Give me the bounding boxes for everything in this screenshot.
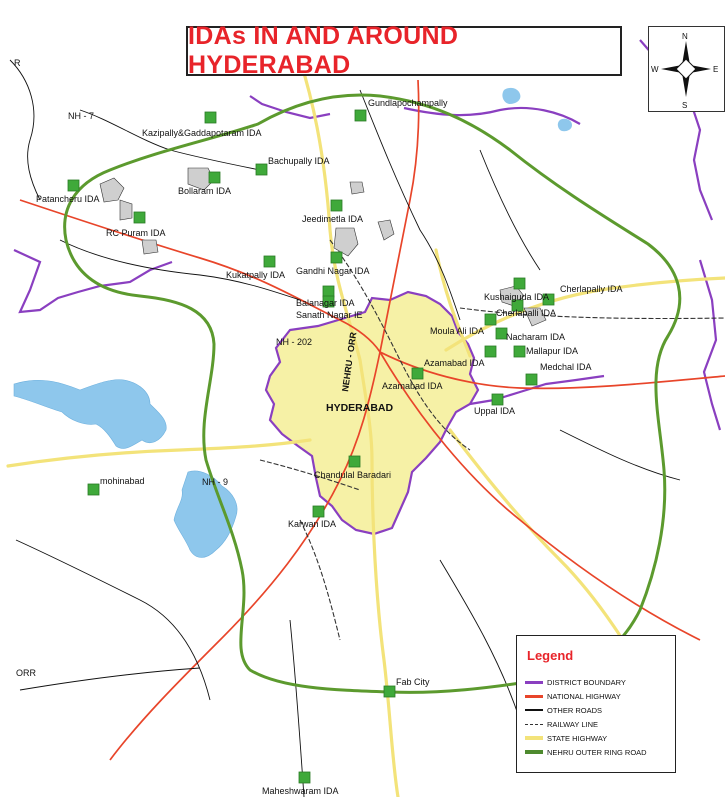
- ida-marker-jeedimetla[interactable]: [330, 199, 343, 212]
- label-bachupally: Bachupally IDA: [268, 156, 330, 166]
- ida-marker-sanathnagar[interactable]: [322, 295, 335, 308]
- ida-marker-karwan[interactable]: [312, 505, 325, 518]
- label-nh7: NH - 7: [68, 111, 94, 121]
- label-uppal: Uppal IDA: [474, 406, 515, 416]
- ida-marker-medchal[interactable]: [525, 373, 538, 386]
- label-nacharam: Nacharam IDA: [506, 332, 565, 342]
- map-title-box: IDAs IN AND AROUND HYDERABAD: [186, 22, 622, 79]
- city-name: HYDERABAD: [326, 402, 394, 414]
- compass-n: N: [682, 32, 688, 41]
- ida-marker-azamabad[interactable]: [484, 345, 497, 358]
- legend-swatch: [525, 723, 543, 725]
- legend-item-national-highway: NATIONAL HIGHWAY: [525, 690, 621, 702]
- label-patancheru: Patancheru IDA: [36, 194, 100, 204]
- ida-marker-azamabad-2[interactable]: [411, 367, 424, 380]
- label-chandulal: Chandulal Baradari: [314, 470, 391, 480]
- label-moulaali: Moula Ali IDA: [430, 326, 484, 336]
- ida-marker-balanagar[interactable]: [322, 285, 335, 298]
- legend-item-nehru-orr: NEHRU OUTER RING ROAD: [525, 746, 647, 758]
- label-mallapur: Mallapur IDA: [526, 346, 578, 356]
- ida-marker-moulaali[interactable]: [484, 313, 497, 326]
- other-roads: [9, 59, 681, 797]
- label-sanathnagar: Sanath Nagar IE: [296, 310, 363, 320]
- label-jeedimetla: Jeedimetla IDA: [302, 214, 363, 224]
- label-fabcity: Fab City: [396, 677, 430, 687]
- label-kukatpally: Kukatpally IDA: [226, 270, 285, 280]
- label-cherlapally: Cherlapally IDA: [560, 284, 623, 294]
- legend-item-state-highway: STATE HIGHWAY: [525, 732, 607, 744]
- legend-label: OTHER ROADS: [547, 705, 603, 715]
- legend-label: DISTRICT BOUNDARY: [547, 677, 626, 687]
- label-kushaiguda: Kushaiguda IDA: [484, 292, 549, 302]
- label-azamabad-2: Azamabad IDA: [382, 381, 443, 391]
- compass-e: E: [713, 65, 718, 74]
- hyderabad-city-area: [264, 290, 480, 536]
- label-nh202: NH - 202: [276, 337, 312, 347]
- label-karwan: Karwan IDA: [288, 519, 336, 529]
- legend-item-railway-line: RAILWAY LINE: [525, 718, 598, 730]
- ida-marker-nacharam[interactable]: [495, 327, 508, 340]
- label-gandhinagar: Gandhi Nagar IDA: [296, 266, 370, 276]
- ida-marker-cherlapalli[interactable]: [511, 299, 524, 312]
- label-medchal: Medchal IDA: [540, 362, 592, 372]
- legend-swatch: [525, 736, 543, 740]
- ida-marker-bollaram[interactable]: [208, 171, 221, 184]
- lake-northeast: [557, 118, 572, 132]
- compass-rose: N S W E: [648, 26, 725, 112]
- ida-marker-gandhinagar[interactable]: [330, 251, 343, 264]
- legend-label: RAILWAY LINE: [547, 719, 598, 729]
- ida-marker-cherlapally[interactable]: [542, 293, 555, 306]
- label-kazipally: Kazipally&Gaddapotaram IDA: [142, 128, 262, 138]
- lake-west: [13, 379, 167, 449]
- legend-label: STATE HIGHWAY: [547, 733, 608, 743]
- label-r: R: [14, 58, 21, 68]
- map-legend: Legend DISTRICT BOUNDARY NATIONAL HIGHWA…: [516, 635, 676, 773]
- legend-item-district-boundary: DISTRICT BOUNDARY: [525, 676, 626, 688]
- industrial-areas: [99, 167, 547, 327]
- label-cherlapalli: Cherlapalli IDA: [496, 308, 556, 318]
- ida-marker-chandulal[interactable]: [348, 455, 361, 468]
- map-title: IDAs IN AND AROUND HYDERABAD: [188, 22, 459, 79]
- railway-lines: [259, 239, 725, 641]
- label-nh9: NH - 9: [202, 477, 228, 487]
- legend-item-other-roads: OTHER ROADS: [525, 704, 602, 716]
- legend-swatch: [525, 680, 543, 684]
- legend-label: NEHRU OUTER RING ROAD: [547, 747, 647, 757]
- ida-marker-kushaiguda[interactable]: [513, 277, 526, 290]
- ida-marker-uppal[interactable]: [491, 393, 504, 406]
- label-maheshwaram: Maheshwaram IDA: [262, 786, 339, 796]
- compass-icon: N S W E: [651, 32, 718, 110]
- ida-markers: [67, 109, 555, 784]
- ida-marker-gundlapochampally[interactable]: [354, 109, 367, 122]
- label-balanagar: Balanagar IDA: [296, 298, 355, 308]
- label-azamabad: Azamabad IDA: [424, 358, 485, 368]
- nehru-outer-ring-road: [63, 93, 682, 694]
- ida-marker-maheshwaram[interactable]: [298, 771, 311, 784]
- compass-w: W: [651, 65, 659, 74]
- legend-label: NATIONAL HIGHWAY: [547, 691, 621, 701]
- ida-marker-patancheru[interactable]: [67, 179, 80, 192]
- label-bollaram: Bollaram IDA: [178, 186, 231, 196]
- label-gundlapochampally: Gundlapochampally: [368, 98, 448, 108]
- legend-swatch: [525, 694, 543, 698]
- legend-swatch: [525, 750, 543, 754]
- lake-southwest: [173, 470, 238, 558]
- legend-title: Legend: [527, 648, 574, 663]
- ida-labels: Gundlapochampally Kazipally&Gaddapotaram…: [36, 98, 623, 796]
- ida-marker-bachupally[interactable]: [255, 163, 268, 176]
- label-mohinabad: mohinabad: [100, 476, 145, 486]
- ida-marker-kazipally[interactable]: [204, 111, 217, 124]
- ida-marker-kukatpally[interactable]: [263, 255, 276, 268]
- label-rcpuram: RC Puram IDA: [106, 228, 166, 238]
- lake-north: [502, 87, 521, 104]
- ida-marker-mohinabad[interactable]: [87, 483, 100, 496]
- ida-marker-fabcity[interactable]: [383, 685, 396, 698]
- ida-marker-rcpuram[interactable]: [133, 211, 146, 224]
- compass-s: S: [682, 101, 687, 110]
- legend-swatch: [525, 709, 543, 711]
- ida-marker-mallapur[interactable]: [513, 345, 526, 358]
- label-orr: ORR: [16, 668, 37, 678]
